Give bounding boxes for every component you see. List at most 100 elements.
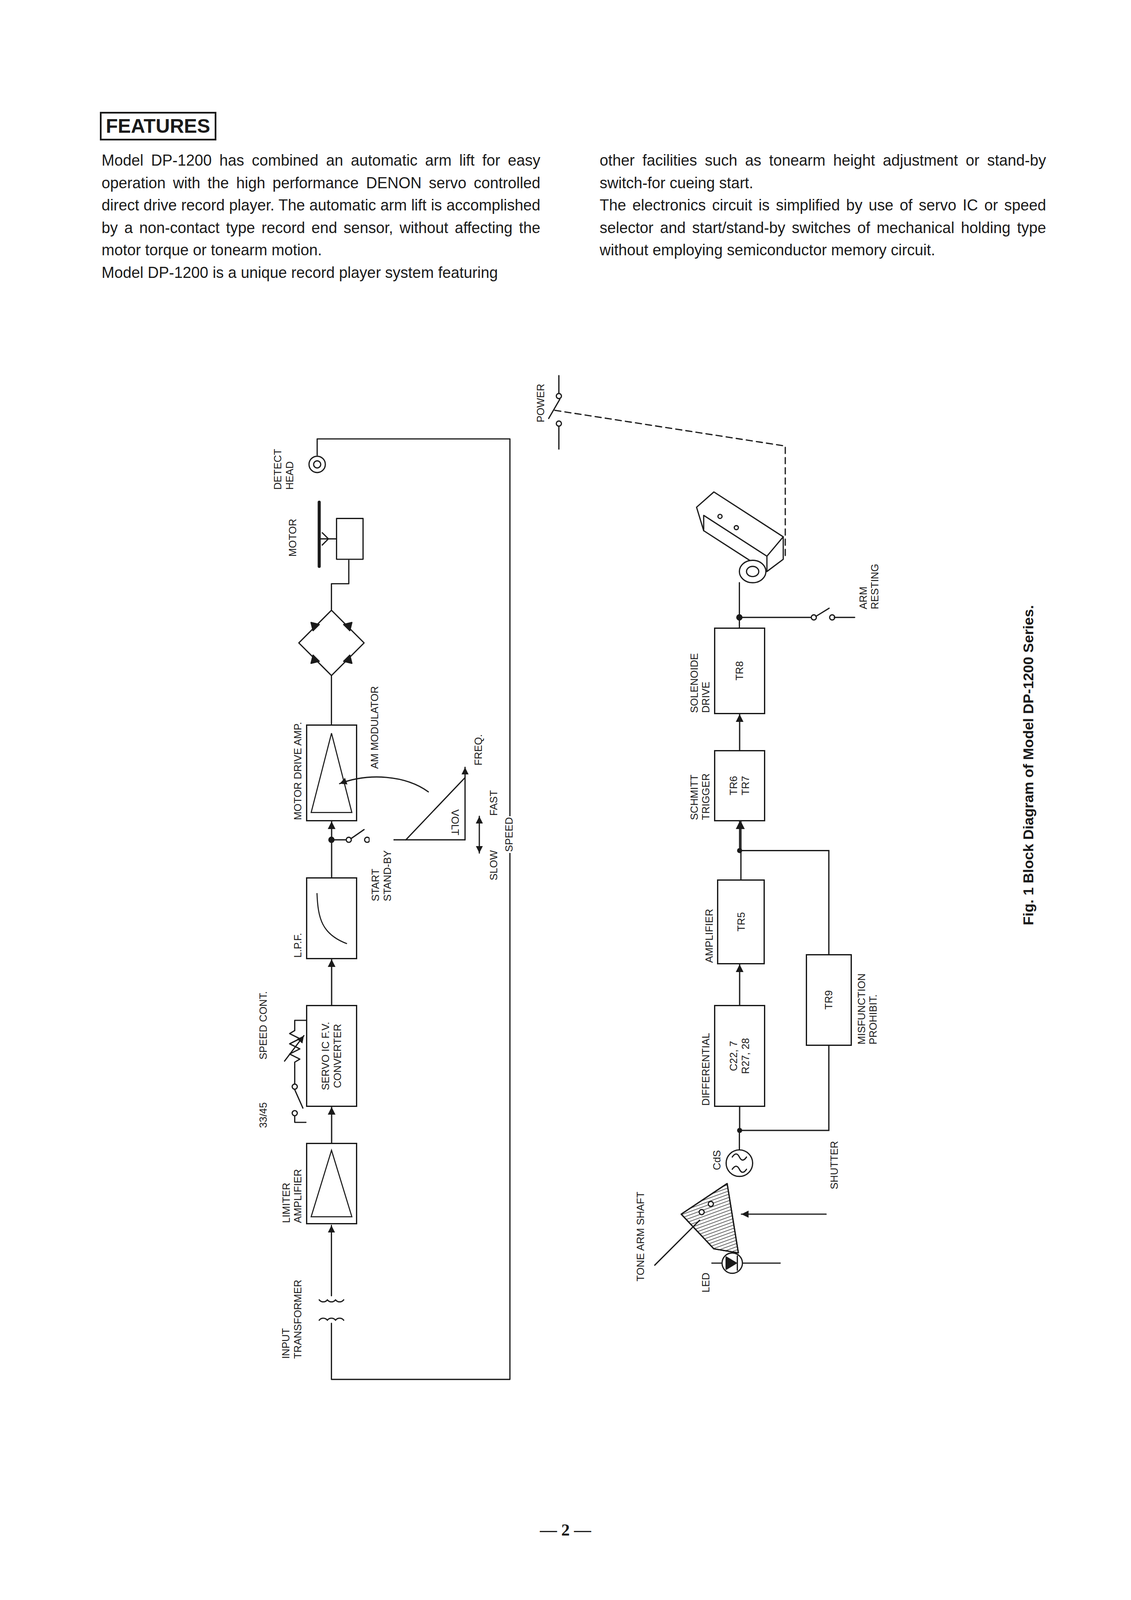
switch-contact: [556, 393, 562, 399]
graph-curve: [405, 777, 466, 840]
bracket-hole: [734, 525, 739, 530]
body-paragraph: other facilities such as tonearm height …: [599, 149, 1047, 195]
control-label: SPEED CONT.: [257, 990, 270, 1061]
feedback-wire: [317, 438, 511, 1379]
figure-caption: Fig. 1 Block Diagram of Model DP-1200 Se…: [1020, 604, 1037, 925]
body-paragraph: Model DP-1200 has combined an automatic …: [101, 149, 541, 262]
filter-symbol: [307, 878, 356, 958]
differential-block: DIFFERENTIALC22, 7 R27, 28: [714, 1004, 766, 1107]
switch-contact: [346, 836, 352, 843]
block-label: MISFUNCTION PROHIBIT.: [855, 952, 880, 1045]
motor-wire: [331, 559, 350, 610]
junction-dot: [737, 848, 743, 854]
limiter-amplifier: LIMITER AMPLIFIER: [306, 1142, 358, 1225]
axis-label: FREQ.: [472, 733, 485, 767]
switch-wire: [331, 839, 346, 841]
block-text: TR9: [822, 990, 835, 1010]
signal-wire: [330, 675, 333, 725]
page-number: — 2 —: [0, 1519, 1131, 1540]
switch-label: ARM RESTING: [857, 552, 881, 610]
signal-connector: [739, 821, 829, 954]
servo-ic-block: SERVO IC F.V. CONVERTER: [306, 1004, 358, 1107]
switch-wire: [834, 616, 855, 618]
solenoid-bracket: [696, 491, 784, 572]
signal-connector: [331, 1106, 333, 1143]
signal-connector: [739, 964, 741, 1005]
signal-wire: [330, 1224, 333, 1296]
part-label: SHUTTER: [828, 1139, 841, 1190]
speed-label: SPEED: [503, 816, 516, 853]
platter: [317, 501, 321, 567]
transformer-primary: [319, 1317, 344, 1321]
motor-drive-amplifier: MOTOR DRIVE AMP.AM MODULATOR: [306, 724, 358, 822]
solenoid-coil: [739, 559, 766, 583]
block-label: AM MODULATOR: [368, 685, 381, 769]
amplifier-block: AMPLIFIERTR5: [717, 879, 765, 964]
transformer-secondary: [319, 1299, 344, 1302]
amplifier-triangle: [311, 733, 352, 813]
cds-cell: [725, 1149, 753, 1177]
switch-contact: [556, 420, 562, 426]
shaft-hole: [708, 1200, 714, 1207]
modulation-arrow: [339, 776, 429, 792]
block-text: SERVO IC F.V. CONVERTER: [319, 1019, 344, 1093]
switch-contact: [292, 1083, 298, 1089]
part-label: TONE ARM SHAFT: [634, 1190, 647, 1282]
diode-symbols: [311, 622, 353, 664]
part-label: LED: [699, 1271, 712, 1294]
led-symbol: [725, 1256, 737, 1270]
leader-line: [654, 1219, 700, 1265]
part-label: CdS: [711, 1148, 723, 1171]
switch-blade: [548, 399, 560, 419]
block-label: L.P.F.: [291, 875, 304, 958]
switch-label: POWER: [534, 382, 547, 424]
switch-contact: [292, 1110, 298, 1116]
body-paragraph: The electronics circuit is simplified by…: [599, 194, 1047, 262]
solenoid-wire: [738, 582, 741, 628]
trimmer-arrow: [284, 1035, 304, 1062]
power-wire: [558, 375, 560, 394]
block-label: LIMITER AMPLIFIER: [280, 1141, 304, 1223]
block-label: MOTOR DRIVE AMP.: [291, 691, 304, 820]
led-bar: [736, 1255, 738, 1270]
speed-label: SLOW: [487, 849, 500, 882]
signal-connector: [331, 959, 333, 1005]
part-label: MOTOR: [286, 517, 299, 558]
shutter-arrow: [741, 1213, 826, 1215]
bracket-hole: [717, 514, 723, 519]
junction-dot: [737, 1127, 743, 1133]
switch-blade: [294, 1089, 304, 1108]
sensor-wire: [738, 1130, 741, 1150]
signal-connector: [739, 1045, 829, 1131]
block-text: TR5: [735, 912, 748, 932]
signal-connector: [739, 714, 741, 750]
amplifier-symbol: [307, 725, 356, 820]
filter-curve: [317, 892, 347, 944]
solenoid-drive: SOLENOIDE DRIVETR8: [714, 627, 766, 715]
spindle: [319, 532, 337, 546]
switch-blade: [816, 608, 830, 617]
amplifier-triangle: [311, 1150, 352, 1217]
trimmer-resistor: [289, 1030, 301, 1067]
speed-arrow: [478, 816, 481, 853]
part-label: INPUT TRANSFORMER: [279, 1272, 304, 1360]
axis-label: VOLT: [448, 808, 461, 837]
speed-label: FAST: [487, 789, 500, 817]
block-label: AMPLIFIER: [703, 877, 716, 963]
detect-head-core: [313, 460, 321, 468]
amplifier-symbol: [307, 1143, 356, 1223]
switch-label: START STAND-BY: [369, 836, 394, 902]
cds-track: [732, 1153, 747, 1172]
detect-head: [308, 456, 326, 473]
switch-blade: [350, 829, 365, 839]
low-pass-filter: L.P.F.: [306, 877, 358, 959]
section-heading: FEATURES: [99, 111, 217, 141]
block-label: SOLENOIDE DRIVE: [688, 626, 712, 713]
tone-arm-shutter: [681, 1183, 739, 1253]
block-text: TR6 TR7: [727, 770, 752, 801]
led-body: [722, 1252, 743, 1274]
part-label: DETECT HEAD: [271, 441, 296, 491]
block-label: DIFFERENTIAL: [699, 1003, 712, 1106]
shaft-hole: [699, 1209, 705, 1215]
